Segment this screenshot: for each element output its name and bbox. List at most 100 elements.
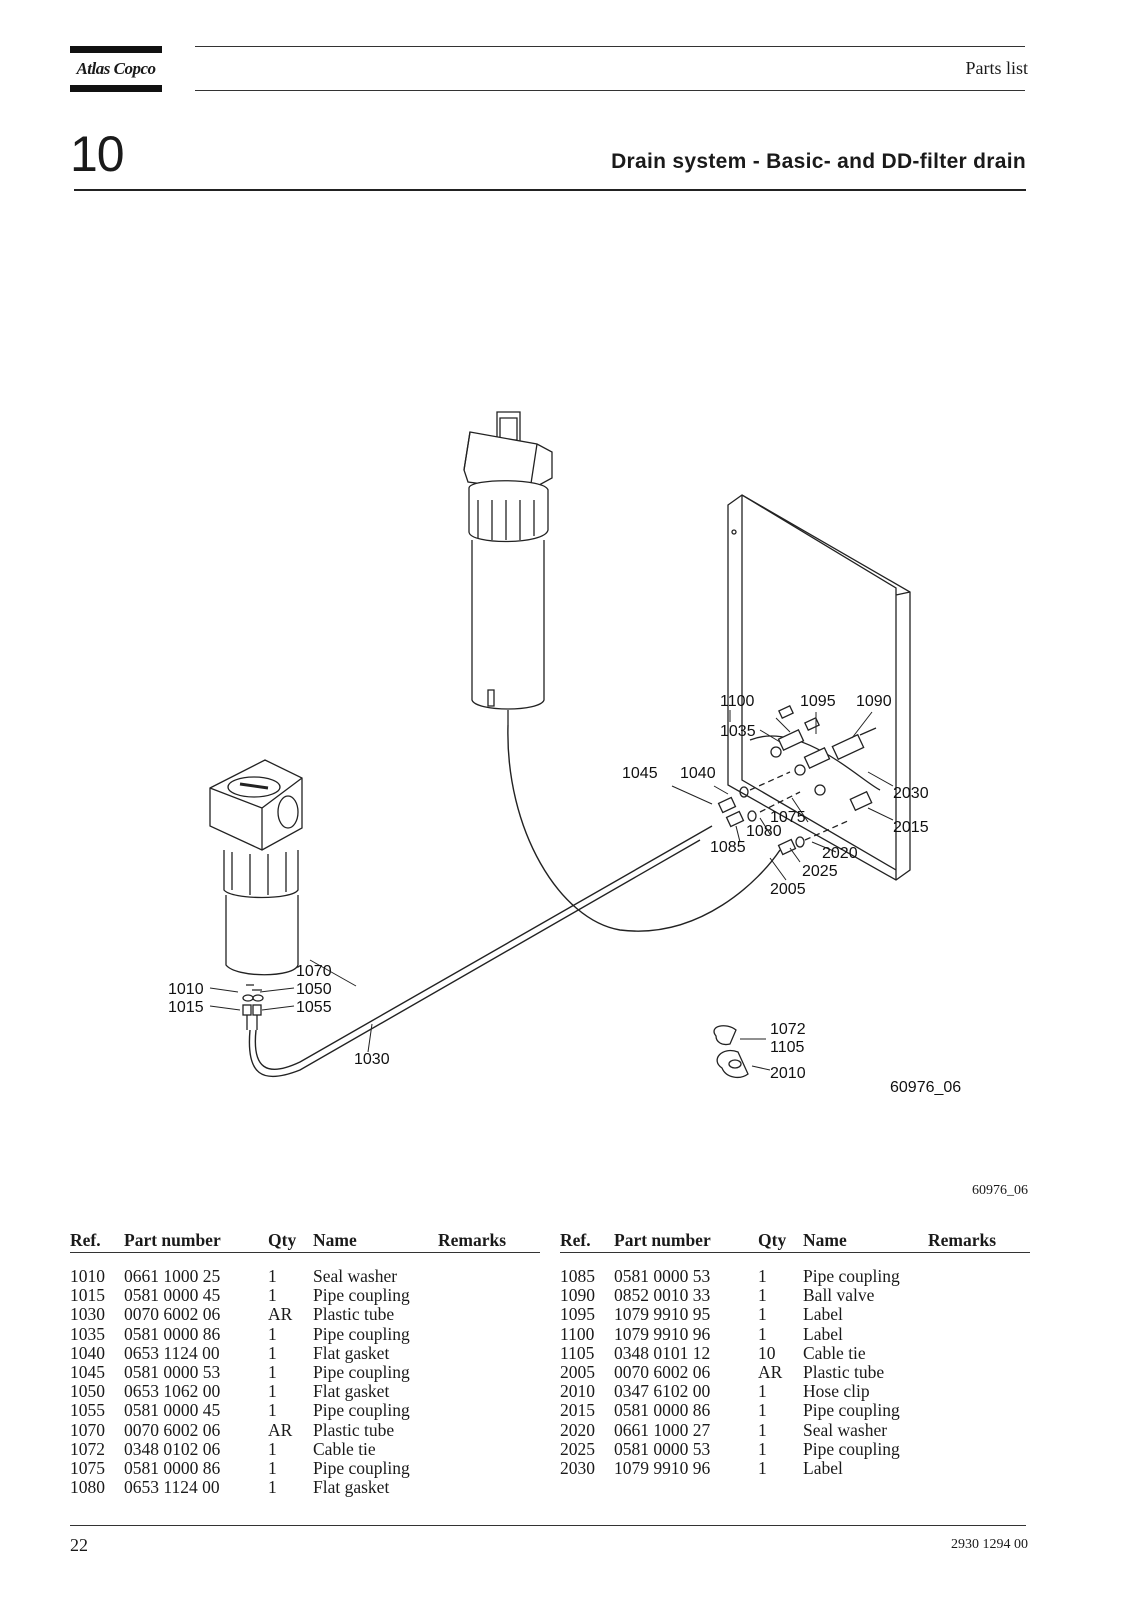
cell-part-number: 0661 1000 25: [124, 1266, 221, 1286]
leader-lines: [209, 710, 894, 1071]
cell-name: Hose clip: [803, 1381, 870, 1402]
lower-filter: [209, 759, 303, 1030]
cell-ref: 1100: [560, 1323, 595, 1344]
cell-name: Pipe coupling: [803, 1400, 900, 1421]
cell-name: Plastic tube: [313, 1419, 395, 1440]
callout-1070: 1070: [296, 963, 332, 980]
cell-name: Pipe coupling: [313, 1323, 410, 1344]
col-ref: Ref.: [560, 1230, 591, 1250]
callout-1072: 1072: [770, 1021, 806, 1038]
header-rule-top: [195, 46, 1025, 47]
cell-qty: AR: [268, 1304, 293, 1325]
cell-ref: 1090: [560, 1285, 595, 1306]
atlas-copco-logo: Atlas Copco: [70, 46, 162, 92]
cell-part-number: 0852 0010 33: [614, 1285, 711, 1306]
callout-1095: 1095: [800, 693, 836, 710]
callout-2030: 2030: [893, 785, 929, 802]
cell-ref: 1040: [70, 1342, 105, 1363]
callout-2025: 2025: [802, 863, 838, 880]
callout-1015: 1015: [168, 999, 204, 1016]
cell-name: Pipe coupling: [803, 1438, 900, 1459]
callout-1055: 1055: [296, 999, 332, 1016]
cell-ref: 1075: [70, 1457, 105, 1478]
table-row: 1035 0581 0000 86 1 Pipe coupling: [70, 1323, 540, 1344]
cell-part-number: 0347 6102 00: [614, 1381, 711, 1402]
cell-qty: 1: [758, 1438, 767, 1459]
cell-ref: 1045: [70, 1361, 105, 1382]
cell-qty: 1: [758, 1304, 767, 1325]
cell-ref: 1055: [70, 1400, 105, 1421]
cell-qty: AR: [268, 1419, 293, 1440]
cell-ref: 1035: [70, 1323, 105, 1344]
col-part-number: Part number: [614, 1230, 711, 1250]
cell-name: Label: [803, 1457, 843, 1478]
col-part-number: Part number: [124, 1230, 221, 1250]
cell-part-number: 0581 0000 86: [124, 1457, 221, 1478]
callout-1030: 1030: [354, 1051, 390, 1068]
cell-ref: 2025: [560, 1438, 595, 1459]
figure-reference: 60976_06: [972, 1183, 1028, 1198]
table-row: 2025 0581 0000 53 1 Pipe coupling: [560, 1438, 1030, 1459]
cell-part-number: 0653 1062 00: [124, 1381, 221, 1402]
callout-2015: 2015: [893, 819, 929, 836]
cell-part-number: 0348 0101 12: [614, 1342, 711, 1363]
cell-part-number: 0070 6002 06: [124, 1304, 221, 1325]
cell-ref: 1072: [70, 1438, 105, 1459]
cell-name: Pipe coupling: [313, 1457, 410, 1478]
page-title: Drain system - Basic- and DD-filter drai…: [611, 150, 1026, 173]
cell-ref: 1050: [70, 1381, 105, 1402]
cell-qty: 1: [268, 1438, 277, 1459]
cell-ref: 1080: [70, 1477, 105, 1498]
cell-name: Cable tie: [313, 1438, 376, 1459]
cell-qty: 1: [268, 1361, 277, 1382]
cell-qty: 1: [268, 1323, 277, 1344]
cell-name: Flat gasket: [313, 1477, 390, 1498]
cell-name: Cable tie: [803, 1342, 866, 1363]
upper-filter: [463, 411, 553, 725]
cell-name: Pipe coupling: [313, 1400, 410, 1421]
col-qty: Qty: [758, 1230, 787, 1250]
cell-qty: 1: [758, 1419, 767, 1440]
cell-ref: 1070: [70, 1419, 105, 1440]
callout-1035: 1035: [720, 723, 756, 740]
cell-qty: 1: [268, 1342, 277, 1363]
col-qty: Qty: [268, 1230, 297, 1250]
cell-ref: 2020: [560, 1419, 595, 1440]
callout-2005: 2005: [770, 881, 806, 898]
callout-1050: 1050: [296, 981, 332, 998]
clips: [713, 1025, 749, 1079]
cell-qty: 10: [758, 1342, 776, 1363]
cell-part-number: 0581 0000 53: [124, 1361, 221, 1382]
tubes: [248, 724, 781, 1078]
cell-ref: 1015: [70, 1285, 105, 1306]
cell-ref: 1030: [70, 1304, 105, 1325]
cell-ref: 1105: [560, 1342, 595, 1363]
col-ref: Ref.: [70, 1230, 101, 1250]
cell-part-number: 0581 0000 86: [124, 1323, 221, 1344]
callout-1100: 1100: [720, 693, 755, 710]
cell-part-number: 0581 0000 45: [124, 1400, 221, 1421]
cell-part-number: 0581 0000 45: [124, 1285, 221, 1306]
cell-qty: 1: [758, 1457, 767, 1478]
col-remarks: Remarks: [438, 1230, 507, 1250]
cell-part-number: 0581 0000 86: [614, 1400, 711, 1421]
cell-part-number: 0070 6002 06: [614, 1361, 711, 1382]
cell-part-number: 0581 0000 53: [614, 1438, 711, 1459]
col-name: Name: [313, 1230, 357, 1250]
cell-ref: 2005: [560, 1361, 595, 1382]
cell-qty: 1: [268, 1285, 277, 1306]
